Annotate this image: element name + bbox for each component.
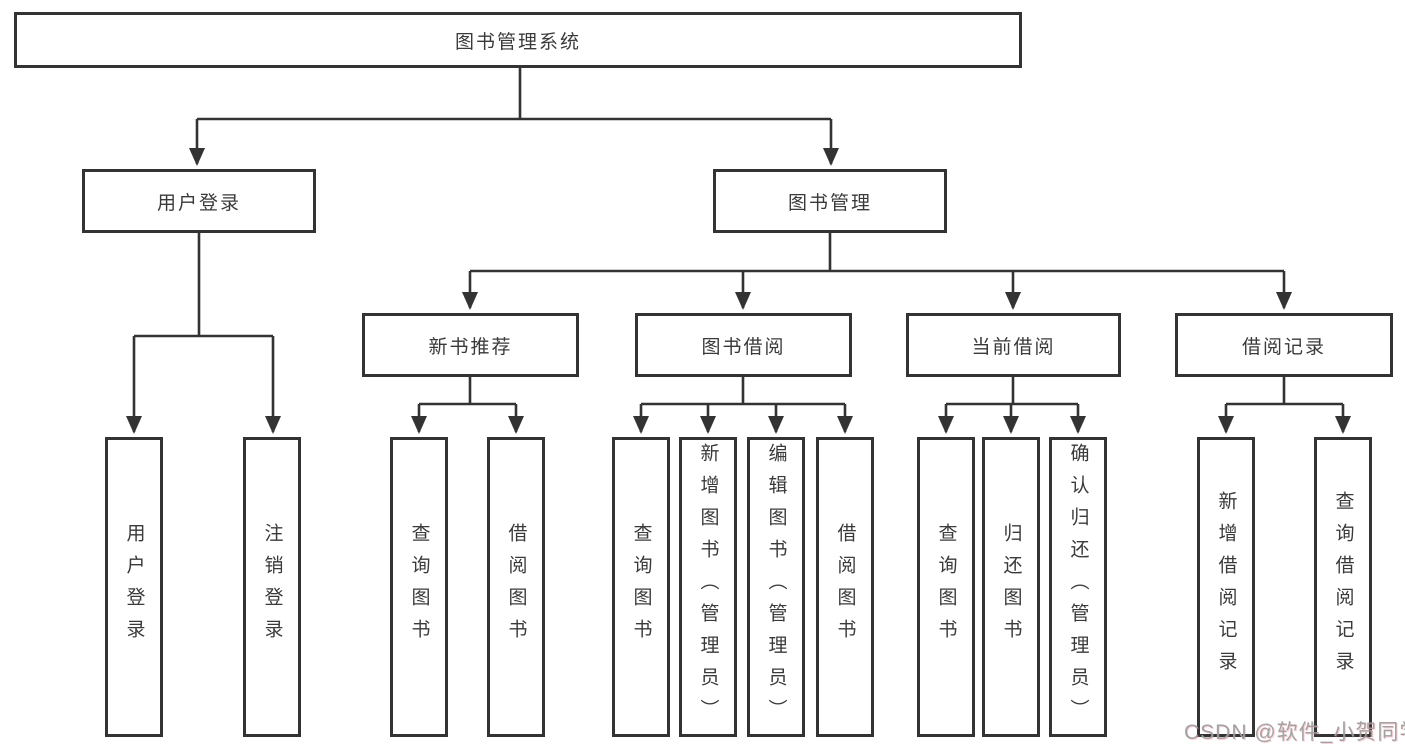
leaf-query-books-current: 查询图书 [917, 437, 975, 737]
node-current-borrowing: 当前借阅 [906, 313, 1121, 377]
leaf-query-borrow-record: 查询借阅记录 [1314, 437, 1372, 737]
leaf-add-borrow-record: 新增借阅记录 [1197, 437, 1255, 737]
leaf-confirm-return-admin-label: 确认归还（管理员） [1067, 443, 1089, 731]
csdn-watermark: CSDN @软件_小贺同学 [1184, 721, 1405, 744]
leaf-borrow-books: 借阅图书 [816, 437, 874, 737]
node-library-management-system-label: 图书管理系统 [454, 31, 581, 53]
node-library-management-system: 图书管理系统 [14, 12, 1022, 68]
leaf-query-books-borrow: 查询图书 [612, 437, 670, 737]
leaf-add-book-admin: 新增图书（管理员） [679, 437, 737, 737]
leaf-user-login: 用户登录 [105, 437, 163, 737]
node-book-management-label: 图书管理 [787, 192, 872, 214]
leaf-borrow-books-label: 借阅图书 [834, 523, 856, 651]
leaf-add-borrow-record-label: 新增借阅记录 [1215, 491, 1237, 683]
node-borrowing-records: 借阅记录 [1175, 313, 1393, 377]
leaf-edit-book-admin-label: 编辑图书（管理员） [765, 443, 787, 731]
leaf-edit-book-admin: 编辑图书（管理员） [747, 437, 805, 737]
node-book-borrowing-label: 图书借阅 [701, 336, 786, 358]
node-book-borrowing: 图书借阅 [635, 313, 852, 377]
node-book-management: 图书管理 [713, 169, 947, 233]
leaf-logout: 注销登录 [243, 437, 301, 737]
node-user-login: 用户登录 [82, 169, 316, 233]
leaf-return-books-label: 归还图书 [1000, 523, 1022, 651]
leaf-query-books-recommend-label: 查询图书 [408, 523, 430, 651]
node-borrowing-records-label: 借阅记录 [1241, 336, 1326, 358]
node-new-book-recommendation: 新书推荐 [362, 313, 579, 377]
leaf-borrow-books-recommend: 借阅图书 [487, 437, 545, 737]
leaf-borrow-books-recommend-label: 借阅图书 [505, 523, 527, 651]
leaf-query-books-borrow-label: 查询图书 [630, 523, 652, 651]
node-new-book-recommendation-label: 新书推荐 [428, 336, 513, 358]
leaf-return-books: 归还图书 [982, 437, 1040, 737]
leaf-confirm-return-admin: 确认归还（管理员） [1049, 437, 1107, 737]
node-current-borrowing-label: 当前借阅 [971, 336, 1056, 358]
leaf-query-borrow-record-label: 查询借阅记录 [1332, 491, 1354, 683]
node-user-login-label: 用户登录 [156, 192, 241, 214]
leaf-logout-label: 注销登录 [261, 523, 283, 651]
leaf-query-books-recommend: 查询图书 [390, 437, 448, 737]
leaf-user-login-label: 用户登录 [123, 523, 145, 651]
leaf-query-books-current-label: 查询图书 [935, 523, 957, 651]
leaf-add-book-admin-label: 新增图书（管理员） [697, 443, 719, 731]
